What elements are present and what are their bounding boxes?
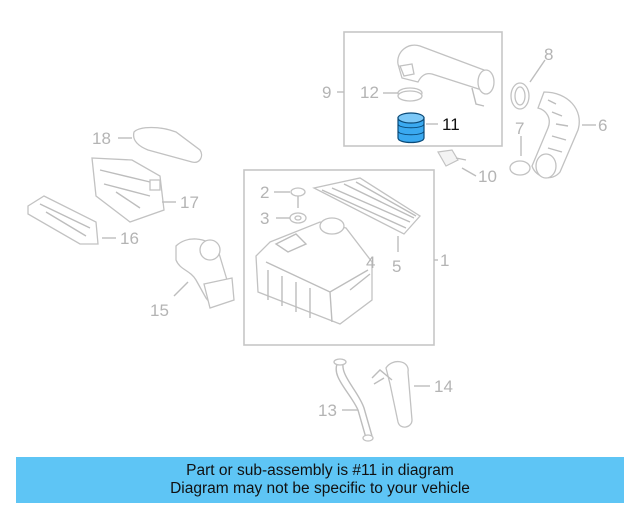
- callout-2: 2: [260, 183, 269, 202]
- callout-12: 12: [360, 83, 379, 102]
- callout-8: 8: [544, 45, 553, 64]
- callout-10: 10: [478, 167, 497, 186]
- callout-7: 7: [515, 119, 524, 138]
- callout-6: 6: [598, 116, 607, 135]
- callout-5: 5: [392, 257, 401, 276]
- filter-element-part-5: [312, 177, 421, 235]
- air-cleaner-housing-part-4: [255, 217, 373, 325]
- leader-lines: [102, 59, 596, 411]
- grommet-part-3: [289, 212, 307, 224]
- banner-line-1: Part or sub-assembly is #11 in diagram: [186, 462, 454, 479]
- callout-16: 16: [120, 229, 139, 248]
- group-box-main: [243, 169, 435, 346]
- clamp-part-12: [397, 87, 423, 102]
- duct-part-16: [27, 195, 99, 245]
- clamp-part-8: [510, 82, 530, 110]
- callout-1: 1: [440, 251, 449, 270]
- intake-pipe-part-9: [397, 44, 495, 107]
- callout-3: 3: [260, 209, 269, 228]
- info-banner: Part or sub-assembly is #11 in diagram D…: [16, 457, 624, 503]
- callout-9: 9: [322, 83, 331, 102]
- callout-15: 15: [150, 301, 169, 320]
- elbow-hose-part-15: [175, 238, 235, 309]
- fitting-part-10: [437, 149, 467, 167]
- cover-part-18: [132, 126, 203, 163]
- group-box-top: [343, 31, 503, 147]
- callout-13: 13: [318, 401, 337, 420]
- callout-11[interactable]: 11: [442, 115, 460, 134]
- tube-part-13: [333, 358, 374, 442]
- clamp-part-7: [509, 160, 531, 176]
- hose-part-14: [371, 361, 413, 428]
- duct-part-17: [91, 157, 165, 223]
- hose-part-6: [531, 91, 580, 179]
- callout-17: 17: [180, 193, 199, 212]
- callout-4: 4: [366, 253, 375, 272]
- banner-line-2: Diagram may not be specific to your vehi…: [170, 480, 470, 497]
- callout-14: 14: [434, 377, 453, 396]
- bolt-part-2: [290, 187, 306, 208]
- coupler-part-11-highlighted[interactable]: [397, 112, 425, 144]
- callout-18: 18: [92, 129, 111, 148]
